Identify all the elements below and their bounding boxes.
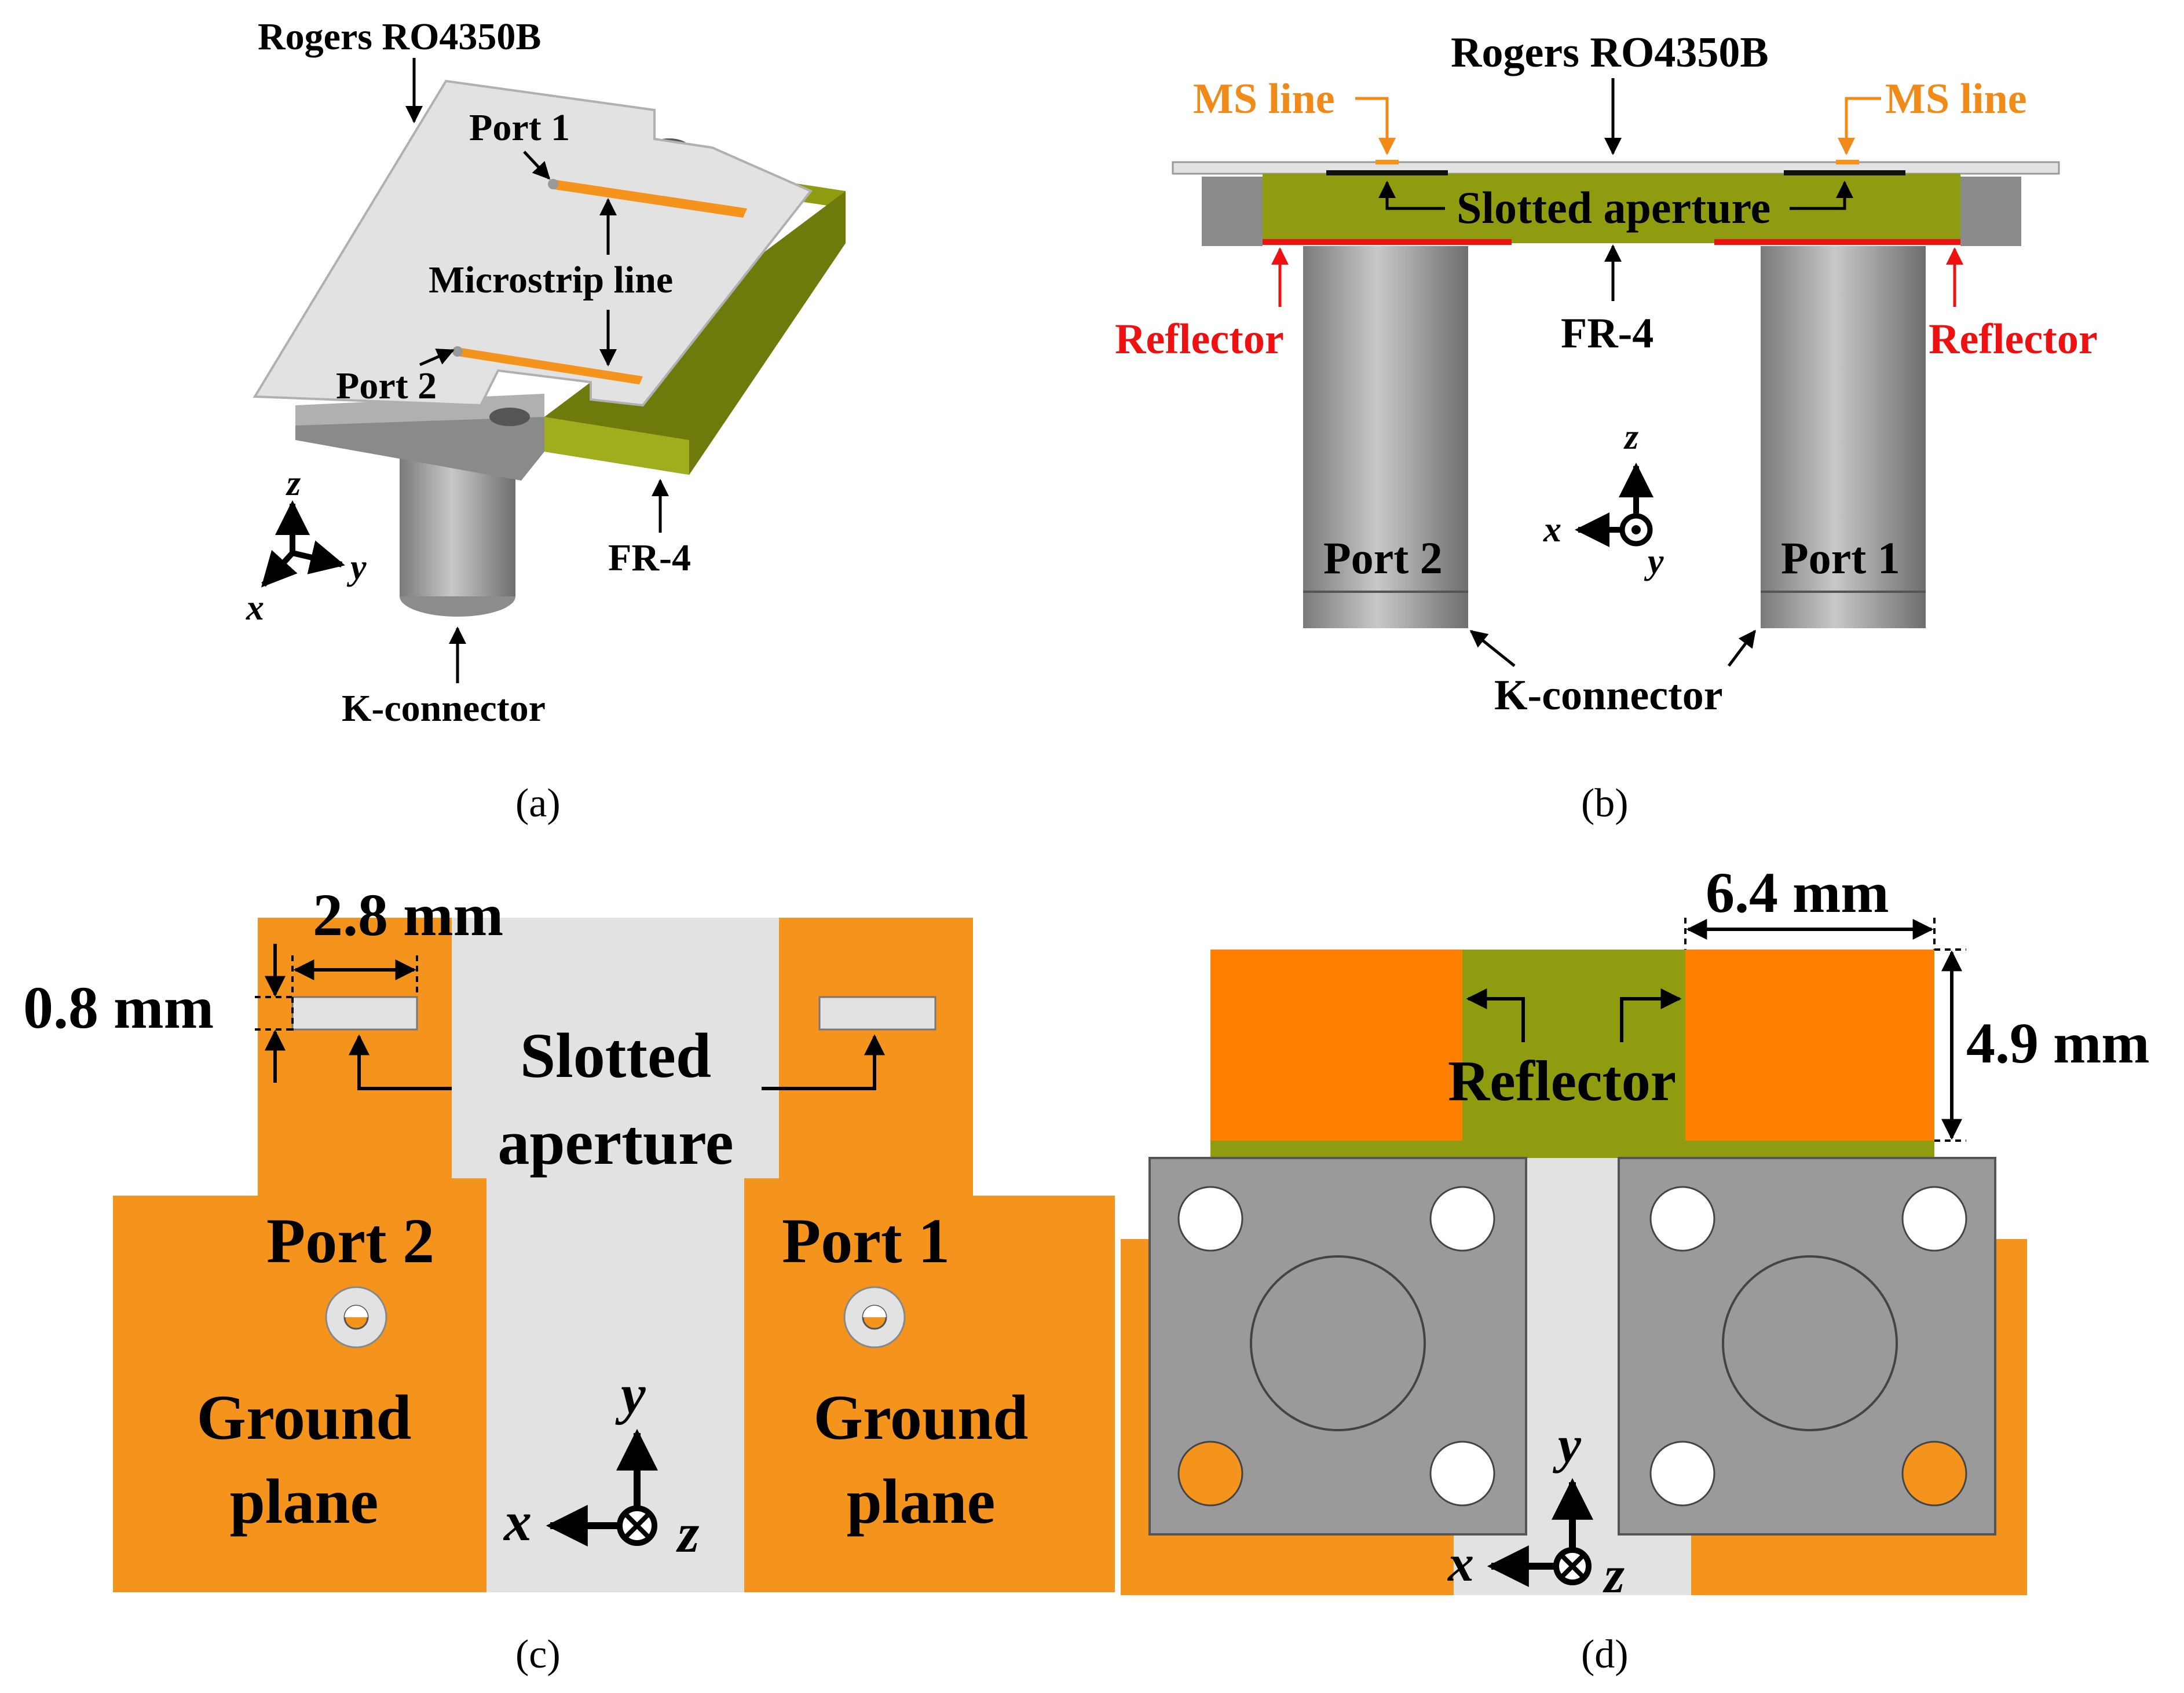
arrow-port1-a <box>523 151 551 180</box>
label-dim-08: 0.8 mm <box>23 974 214 1041</box>
connector-left-side <box>1303 246 1468 628</box>
connector-circle-left <box>1250 1255 1426 1431</box>
label-port2-b: Port 2 <box>1323 533 1443 583</box>
port2-pin <box>452 346 463 357</box>
label-dim-64: 6.4 mm <box>1706 860 1889 925</box>
slot-right-c <box>818 996 936 1031</box>
slot-right-side <box>1784 170 1905 175</box>
arrow-slot-left <box>1378 181 1445 210</box>
label-dim-49: 4.9 mm <box>1966 1011 2150 1075</box>
label-ground-l2: plane <box>230 1466 379 1537</box>
arrow-port2-a <box>419 349 455 367</box>
axis-y-b: y <box>1644 542 1664 581</box>
arrow-slot-left-c <box>349 1034 452 1090</box>
label-rogers-a: Rogers RO4350B <box>258 16 541 58</box>
label-port1-b: Port 1 <box>1781 533 1900 583</box>
ms-line-right <box>1836 160 1859 164</box>
label-port2-a: Port 2 <box>336 365 437 407</box>
rogers-sheet-side <box>1172 161 2060 175</box>
reflector-left-side <box>1263 239 1512 245</box>
caption-c: (c) <box>515 1632 561 1677</box>
via-right-c <box>843 1286 906 1348</box>
axis-y-a: y <box>346 548 367 587</box>
label-slotted-c2: aperture <box>497 1107 733 1178</box>
ms-line-left <box>1375 160 1399 164</box>
axes-b: z x y <box>1543 417 1664 581</box>
ground-plane-right <box>744 918 1115 1592</box>
panel-c: 2.8 mm 0.8 mm Slotted aperture Port 2 Po… <box>23 882 1115 1677</box>
flange-holes-right <box>1649 1186 1967 1507</box>
label-ground-r2: plane <box>847 1466 996 1537</box>
slot-left-c <box>291 996 418 1031</box>
caption-b: (b) <box>1581 781 1629 826</box>
label-kconn-a: K-connector <box>342 687 546 730</box>
panel-d: 6.4 mm 4.9 mm Reflector y x z (d) <box>1121 860 2150 1677</box>
rogers-sheet-3d <box>253 79 813 407</box>
connector-right-side <box>1761 246 1926 628</box>
label-slotted-b: Slotted aperture <box>1457 182 1770 233</box>
caption-a: (a) <box>515 781 561 826</box>
label-reflector-d: Reflector <box>1448 1049 1676 1113</box>
arrow-ms-right <box>1838 97 1881 155</box>
label-ms-right: MS line <box>1885 75 2027 123</box>
label-slotted-c1: Slotted <box>520 1020 711 1091</box>
mount-right-side <box>1960 177 2021 246</box>
slot-left-side <box>1326 170 1448 175</box>
arrow-kconn-right-b <box>1728 629 1756 667</box>
label-ground-r1: Ground <box>814 1382 1029 1453</box>
mount-left-side <box>1202 177 1263 246</box>
via-left-c <box>325 1286 387 1348</box>
flange-holes-left <box>1177 1186 1495 1507</box>
label-microstrip-a: Microstrip line <box>429 259 673 301</box>
arrow-kconn-left-b <box>1469 630 1516 667</box>
arrow-slot-right <box>1790 181 1853 210</box>
arrow-slot-right-c <box>762 1034 885 1090</box>
axis-x-a: x <box>246 588 264 628</box>
arrow-reflector-right-d <box>1620 988 1682 1042</box>
label-port1-c: Port 1 <box>782 1205 950 1276</box>
axis-z-d: z <box>1603 1547 1625 1604</box>
label-reflector-right: Reflector <box>1929 316 2098 363</box>
axis-x-b: x <box>1543 510 1561 549</box>
reflector-right-side <box>1714 239 1960 245</box>
microstrip-line-1 <box>550 179 747 218</box>
rogers-gap-c <box>452 918 779 1592</box>
label-rogers-b: Rogers RO4350B <box>1451 29 1769 76</box>
label-port2-c: Port 2 <box>266 1205 434 1276</box>
label-dim-28: 2.8 mm <box>313 882 503 948</box>
axes-c: y x z <box>503 1363 699 1564</box>
port1-pin <box>548 179 558 189</box>
label-fr4-b: FR-4 <box>1561 310 1653 357</box>
label-ms-left: MS line <box>1193 75 1335 123</box>
label-fr4-a: FR-4 <box>608 537 691 579</box>
caption-d: (d) <box>1581 1632 1629 1677</box>
label-port1-a: Port 1 <box>469 107 570 149</box>
microstrip-line-2 <box>454 347 643 384</box>
axis-z-a: z <box>286 464 301 503</box>
label-ground-l1: Ground <box>197 1382 412 1453</box>
connector-circle-right <box>1722 1255 1898 1431</box>
arrow-reflector-left-d <box>1466 988 1525 1042</box>
arrow-ms-left <box>1355 97 1396 155</box>
axis-z-b: z <box>1623 417 1638 457</box>
label-kconn-b: K-connector <box>1494 672 1723 719</box>
ground-plane-left <box>113 918 486 1592</box>
reflector-right-d <box>1685 950 1934 1141</box>
axis-z-c: z <box>676 1502 699 1564</box>
label-reflector-left: Reflector <box>1115 316 1284 363</box>
axis-x-d: x <box>1447 1535 1474 1592</box>
reflector-left-d <box>1210 950 1462 1141</box>
panel-b: Rogers RO4350B MS line MS line Slotted a… <box>1115 29 2098 826</box>
panel-a: Rogers RO4350B Port 1 Microstrip line Po… <box>246 16 846 826</box>
axes-a: z y x <box>246 464 367 628</box>
axis-x-c: x <box>503 1490 532 1552</box>
